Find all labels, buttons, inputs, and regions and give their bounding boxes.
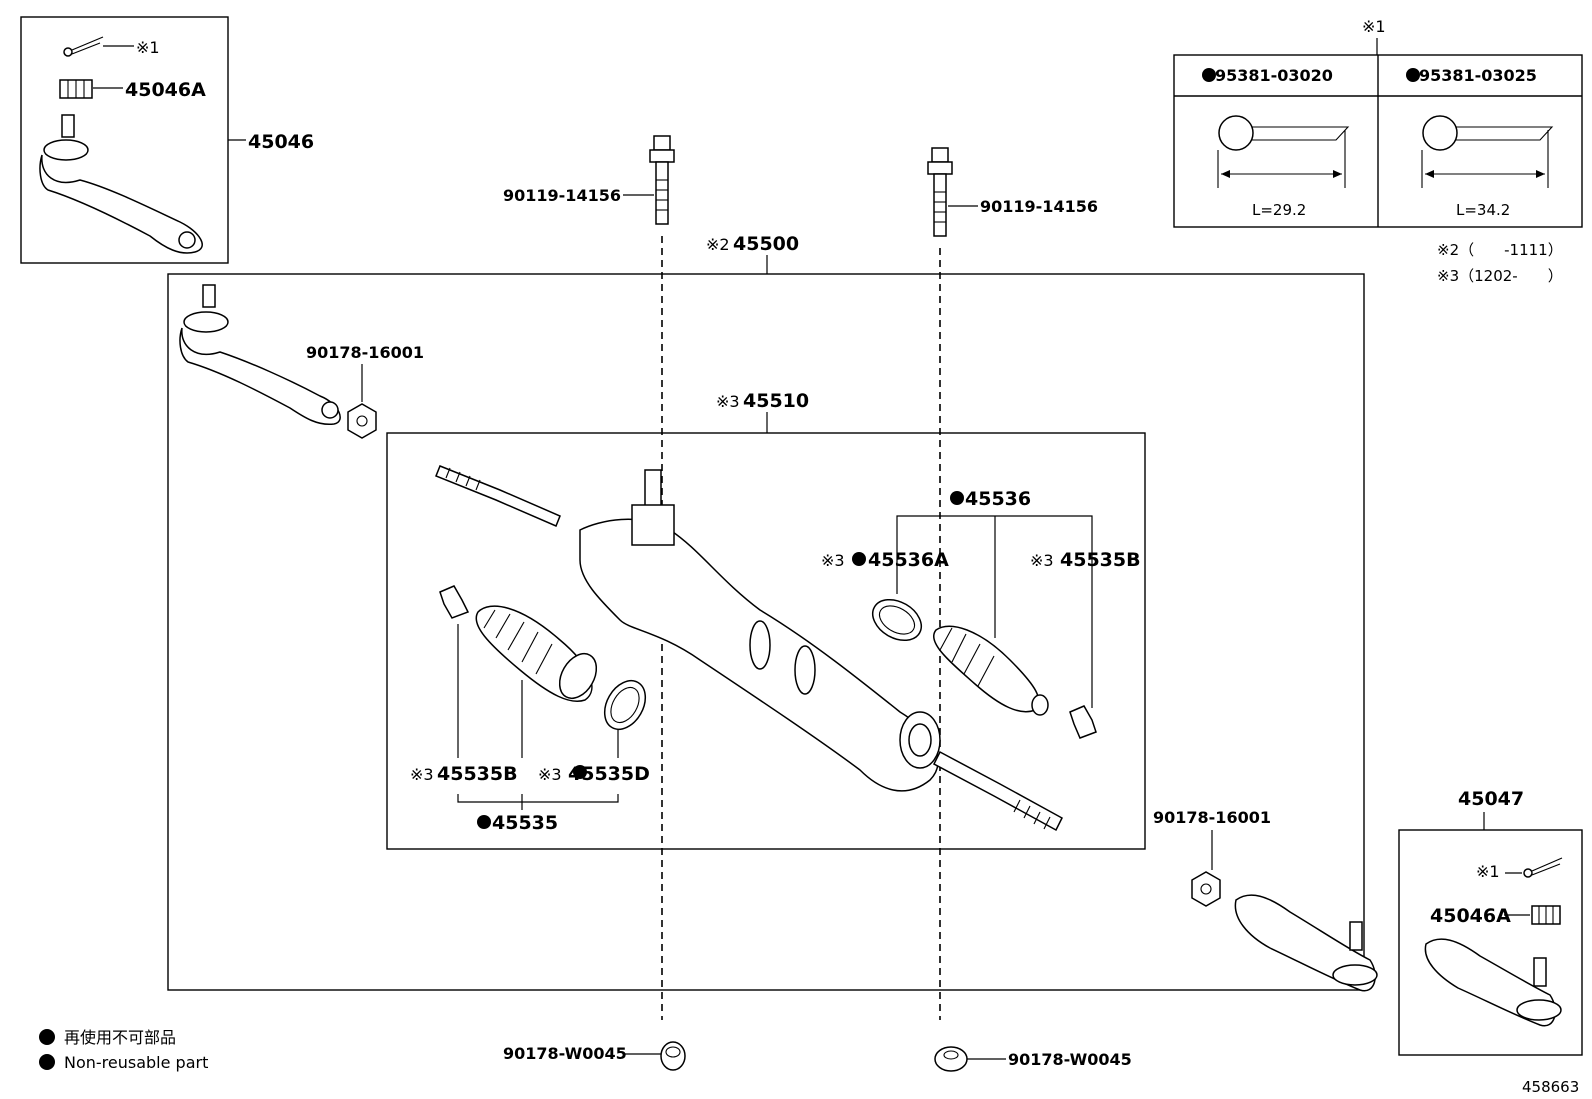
cotter-pin-col1-icon	[1217, 115, 1350, 188]
bolt-right-label: 90119-14156	[980, 197, 1098, 216]
part-45535b-left-label: 45535B	[437, 763, 518, 785]
cotter-pin-rh-icon	[1523, 857, 1563, 878]
non-reusable-dot-col2	[1406, 68, 1420, 82]
ref3-mark-45535b-left: ※3	[410, 765, 434, 784]
part-45535d-label: 45535D	[568, 763, 650, 785]
note-ref3: ※3（1202- ）	[1437, 267, 1563, 285]
nut-left-icon	[347, 403, 377, 439]
bottom-nut-left-label: 90178-W0045	[503, 1044, 627, 1063]
bottom-nut-right-icon	[934, 1046, 968, 1072]
tie-rod-end-rh-icon	[1424, 938, 1562, 1027]
ref3-mark-45535d: ※3	[538, 765, 562, 784]
ref3-mark-45536a: ※3	[821, 551, 845, 570]
part-45536a-label: 45536A	[868, 549, 949, 571]
tie-rod-end-lh-inner-icon	[179, 284, 341, 426]
nut-right-label: 90178-16001	[1153, 808, 1271, 827]
part-45535-label: 45535	[492, 812, 558, 834]
part-45535b-right-label: 45535B	[1060, 549, 1141, 571]
rack-boot-left-icon	[475, 605, 598, 702]
part-45047-label: 45047	[1458, 788, 1524, 810]
ref2-mark-45500: ※2	[706, 235, 730, 254]
note-ref2: ※2（ -1111）	[1437, 241, 1563, 259]
bolt-right-icon	[927, 147, 953, 237]
gear-assy-box	[167, 273, 1365, 991]
bottom-nut-left-icon	[660, 1041, 686, 1071]
castle-nut-rh-icon	[1531, 905, 1561, 925]
legend-line-1: 再使用不可部品	[64, 1028, 176, 1047]
boot-clip-right-icon	[1069, 705, 1097, 739]
bottom-nut-right-label: 90178-W0045	[1008, 1050, 1132, 1069]
part-45500-label: 45500	[733, 233, 799, 255]
legend-line-2: Non-reusable part	[64, 1053, 208, 1072]
bolt-left-label: 90119-14156	[503, 186, 621, 205]
tie-rod-end-lh-icon	[39, 114, 203, 254]
tie-rod-end-rh-inner-icon	[1234, 894, 1378, 992]
cotter-table-header-mark: ※1	[1362, 17, 1386, 36]
cotter-col1-length: L=29.2	[1252, 201, 1306, 219]
rack-housing-box	[386, 432, 1146, 850]
legend-dot-2	[39, 1054, 55, 1070]
rack-boot-right-icon	[933, 625, 1049, 716]
tie-rod-end-rh-box	[1398, 829, 1583, 1056]
castle-nut-icon	[59, 79, 93, 99]
boot-clamp-right-icon	[872, 598, 922, 642]
boot-clamp-left-icon	[603, 680, 647, 730]
steering-rack-icon	[435, 465, 1063, 832]
non-reusable-dot-45536	[950, 491, 964, 505]
part-45510-label: 45510	[743, 390, 809, 412]
nut-right-icon	[1191, 871, 1221, 907]
boot-clip-left-icon	[439, 585, 470, 619]
part-45046a-rh-label: 45046A	[1430, 905, 1511, 927]
part-45046a-label: 45046A	[125, 79, 206, 101]
non-reusable-dot-45535d	[573, 765, 587, 779]
ref3-mark-45535b-right: ※3	[1030, 551, 1054, 570]
bolt-left-icon	[649, 135, 675, 225]
cotter-col1-part: ●95381-03020	[1201, 66, 1333, 85]
cotter-pin-col2-icon	[1421, 115, 1554, 188]
nut-left-label: 90178-16001	[306, 343, 424, 362]
legend-dot-1	[39, 1029, 55, 1045]
part-45046-label: 45046	[248, 131, 314, 153]
part-45536-label: 45536	[965, 488, 1031, 510]
non-reusable-dot-45536a	[852, 552, 866, 566]
non-reusable-dot-45535	[477, 815, 491, 829]
ref1-label-top: ※1	[136, 38, 160, 57]
ref3-mark-45510: ※3	[716, 392, 740, 411]
cotter-col2-part: ●95381-03025	[1405, 66, 1537, 85]
cotter-col2-length: L=34.2	[1456, 201, 1510, 219]
tie-rod-end-lh-box	[20, 16, 229, 264]
cotter-pin-icon	[63, 36, 104, 57]
footer-code: 458663	[1522, 1078, 1579, 1096]
non-reusable-dot-col1	[1202, 68, 1216, 82]
ref1-label-bottom: ※1	[1476, 862, 1500, 881]
